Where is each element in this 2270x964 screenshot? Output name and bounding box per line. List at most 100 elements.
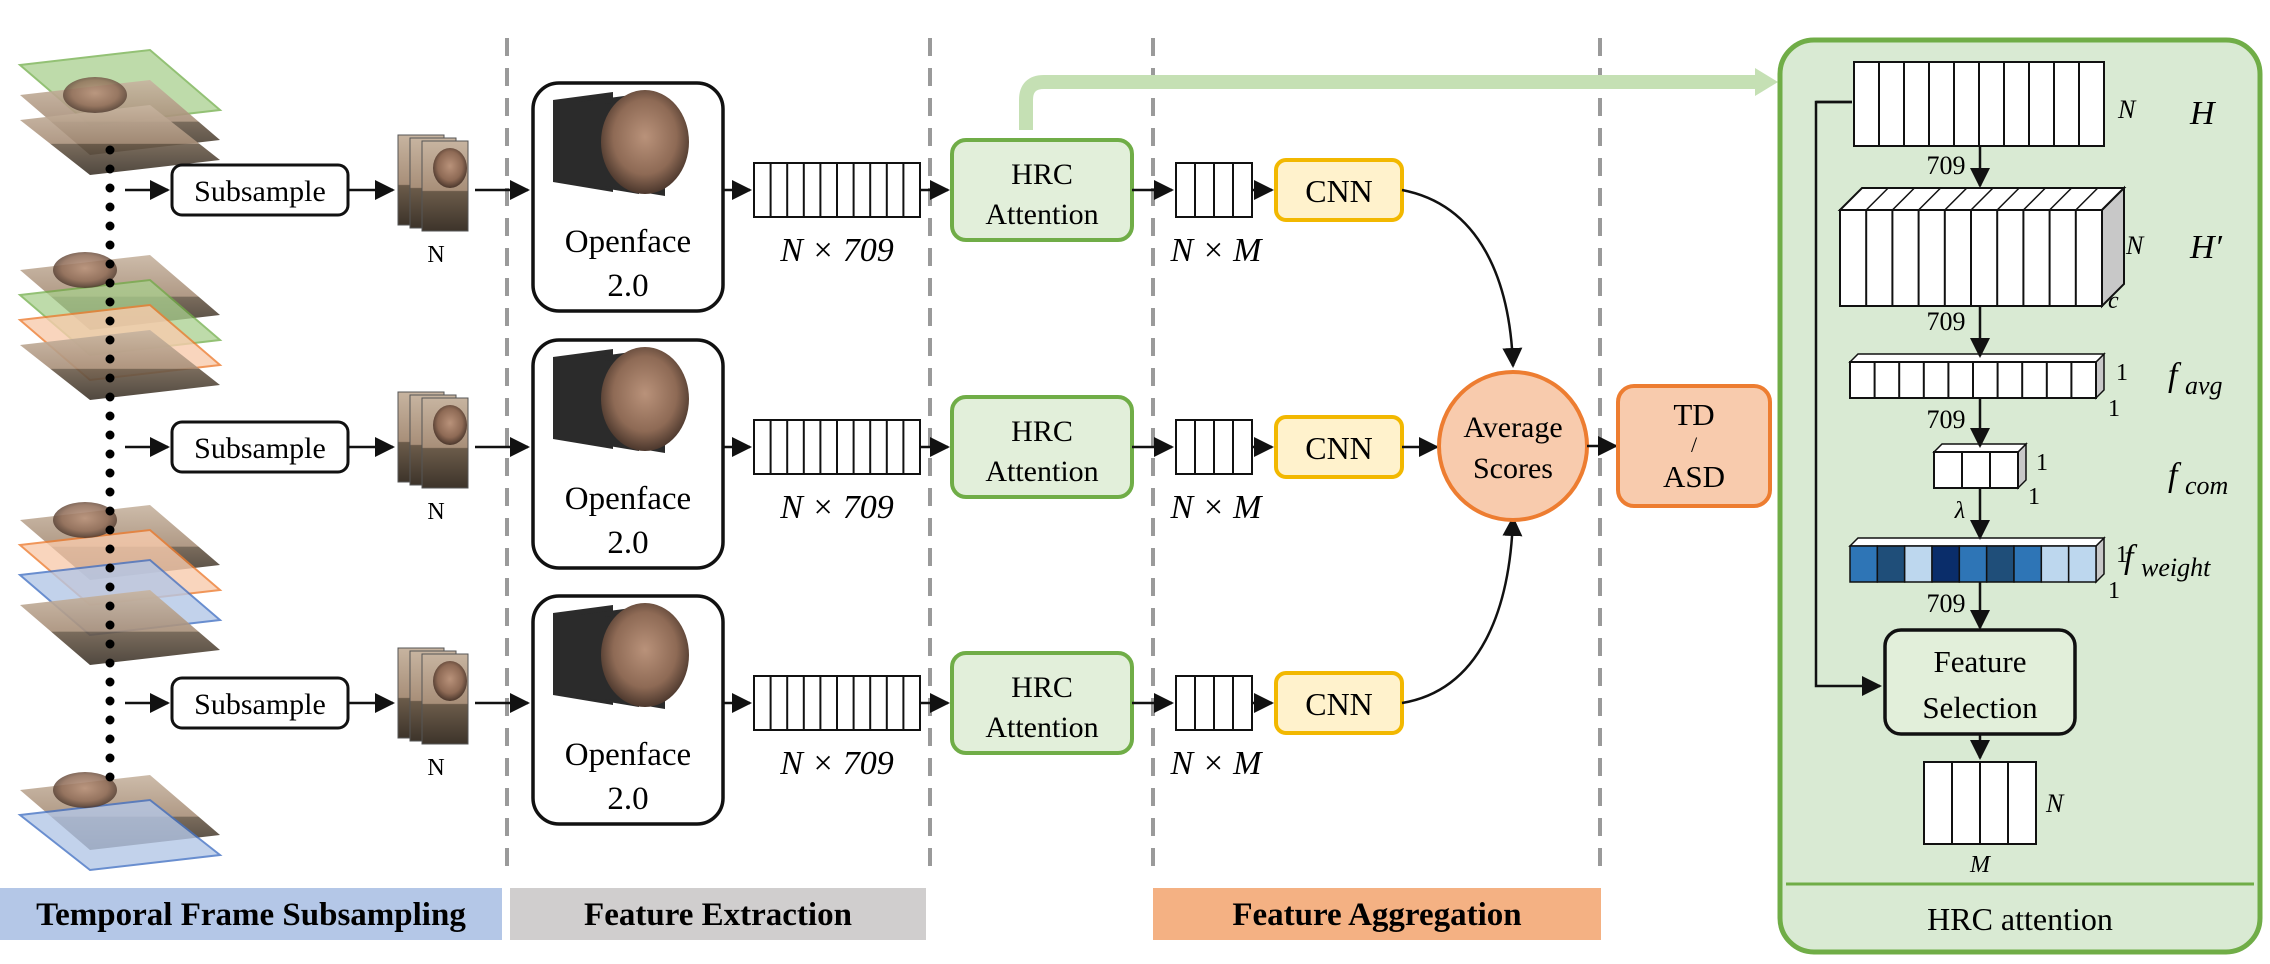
nm-label: N × M: [1170, 745, 1264, 782]
nm-vector: [1175, 419, 1253, 475]
stage-dividers: [505, 38, 1602, 875]
f-avg-row: [1848, 352, 2106, 400]
weight-cell: [2013, 545, 2043, 583]
hrc-panel-link: [1019, 75, 1755, 130]
nm-label: N × M: [1170, 232, 1264, 269]
svg-text:weight: weight: [2141, 553, 2211, 582]
nm-vector: [1175, 675, 1253, 731]
output-line1: TD: [1673, 397, 1714, 432]
hrc-attention-panel: HRC attention N H 709 N c H′ 709 1 1 f a…: [1777, 37, 2263, 955]
average-connectors: [1401, 188, 1523, 705]
f-weight-row: [1848, 536, 2106, 584]
stage-banner-aggregation: Feature Aggregation: [1153, 888, 1601, 940]
stage-banner-subsampling: Temporal Frame Subsampling: [0, 888, 502, 940]
hp-n-label: N: [2125, 231, 2145, 260]
subsample-n-label: N: [427, 499, 444, 525]
openface-label: Openface: [565, 481, 691, 517]
feature-vector: [753, 162, 921, 218]
frame-stack-4: [17, 772, 223, 872]
frame-stack-2: [17, 252, 223, 400]
hrc-attention-label: Attention: [985, 711, 1098, 744]
favg-709-label: 709: [1927, 405, 1966, 434]
stage-label-subsampling: Temporal Frame Subsampling: [36, 897, 466, 933]
feature-vector: [753, 675, 921, 731]
stage-label-aggregation: Feature Aggregation: [1232, 897, 1521, 933]
h-prime-label: H′: [2189, 229, 2223, 266]
stage-label-extraction: Feature Extraction: [584, 897, 852, 933]
weight-cell: [2067, 545, 2097, 583]
openface-faces: [553, 90, 689, 196]
h-709-label: 709: [1927, 151, 1966, 180]
hrc-label: HRC: [1011, 415, 1073, 448]
feature-selection-box: Feature Selection: [1883, 628, 2077, 736]
weight-cell: [1985, 545, 2015, 583]
m-label: M: [1969, 852, 1992, 878]
nm-label: N × M: [1170, 489, 1264, 526]
nm-vector: [1175, 162, 1253, 218]
svg-text:avg: avg: [2185, 371, 2223, 400]
fweight-709-label: 709: [1927, 589, 1966, 618]
fcom-one-a: 1: [2036, 450, 2048, 476]
favg-one-a: 1: [2116, 360, 2128, 386]
stage-banner-extraction: Feature Extraction: [510, 888, 926, 940]
m-n-label: N: [2045, 789, 2065, 818]
weight-cell: [1958, 545, 1988, 583]
subsampled-frames: [397, 391, 469, 489]
hrc-panel-title: HRC attention: [1927, 901, 2113, 937]
feature-vector: [753, 419, 921, 475]
h-prime-block: [1837, 185, 2127, 309]
svg-text:Selection: Selection: [1922, 690, 2038, 725]
hp-709-label: 709: [1927, 307, 1966, 336]
h-matrix: [1853, 61, 2105, 147]
fweight-one-a: 1: [2116, 542, 2128, 568]
subsample-n-label: N: [427, 755, 444, 781]
feature-dim-label: N × 709: [779, 745, 894, 782]
output-td-asd: TD / ASD: [1616, 384, 1772, 508]
subsample-label: Subsample: [194, 688, 326, 721]
fweight-one-b: 1: [2108, 578, 2120, 604]
svg-text:com: com: [2185, 471, 2228, 500]
weight-cell: [1876, 545, 1906, 583]
h-label: H: [2189, 95, 2217, 132]
feature-dim-label: N × 709: [779, 489, 894, 526]
frame-stack-3: [17, 502, 223, 665]
video-frame-stacks: [17, 48, 223, 872]
favg-one-b: 1: [2108, 396, 2120, 422]
cnn-label: CNN: [1305, 173, 1373, 209]
subsampled-frames: [397, 647, 469, 745]
feature-dim-label: N × 709: [779, 232, 894, 269]
average-label-line1: Average: [1463, 411, 1562, 444]
fcom-lambda: λ: [1954, 498, 1965, 524]
openface-version: 2.0: [607, 781, 648, 817]
hrc-attention-label: Attention: [985, 198, 1098, 231]
h-n-label: N: [2117, 95, 2137, 124]
cnn-label: CNN: [1305, 686, 1373, 722]
subsample-label: Subsample: [194, 175, 326, 208]
output-line3: ASD: [1663, 459, 1725, 494]
openface-label: Openface: [565, 224, 691, 260]
subsample-label: Subsample: [194, 432, 326, 465]
openface-faces: [553, 603, 689, 709]
hrc-label: HRC: [1011, 158, 1073, 191]
subsampled-frames: [397, 134, 469, 232]
hrc-attention-label: Attention: [985, 455, 1098, 488]
hrc-panel-link-arrowhead: [1755, 68, 1778, 96]
average-scores-node: Average Scores: [1437, 370, 1589, 522]
openface-label: Openface: [565, 737, 691, 773]
openface-version: 2.0: [607, 268, 648, 304]
f-com-row: [1932, 442, 2028, 490]
subsample-n-label: N: [427, 242, 444, 268]
svg-text:Feature: Feature: [1934, 644, 2027, 679]
openface-version: 2.0: [607, 525, 648, 561]
weight-cell: [1931, 545, 1961, 583]
frame-stack-1: [17, 48, 223, 175]
m-matrix: [1923, 761, 2037, 845]
average-label-line2: Scores: [1473, 452, 1553, 485]
openface-faces: [553, 347, 689, 453]
output-line2: /: [1691, 432, 1698, 457]
